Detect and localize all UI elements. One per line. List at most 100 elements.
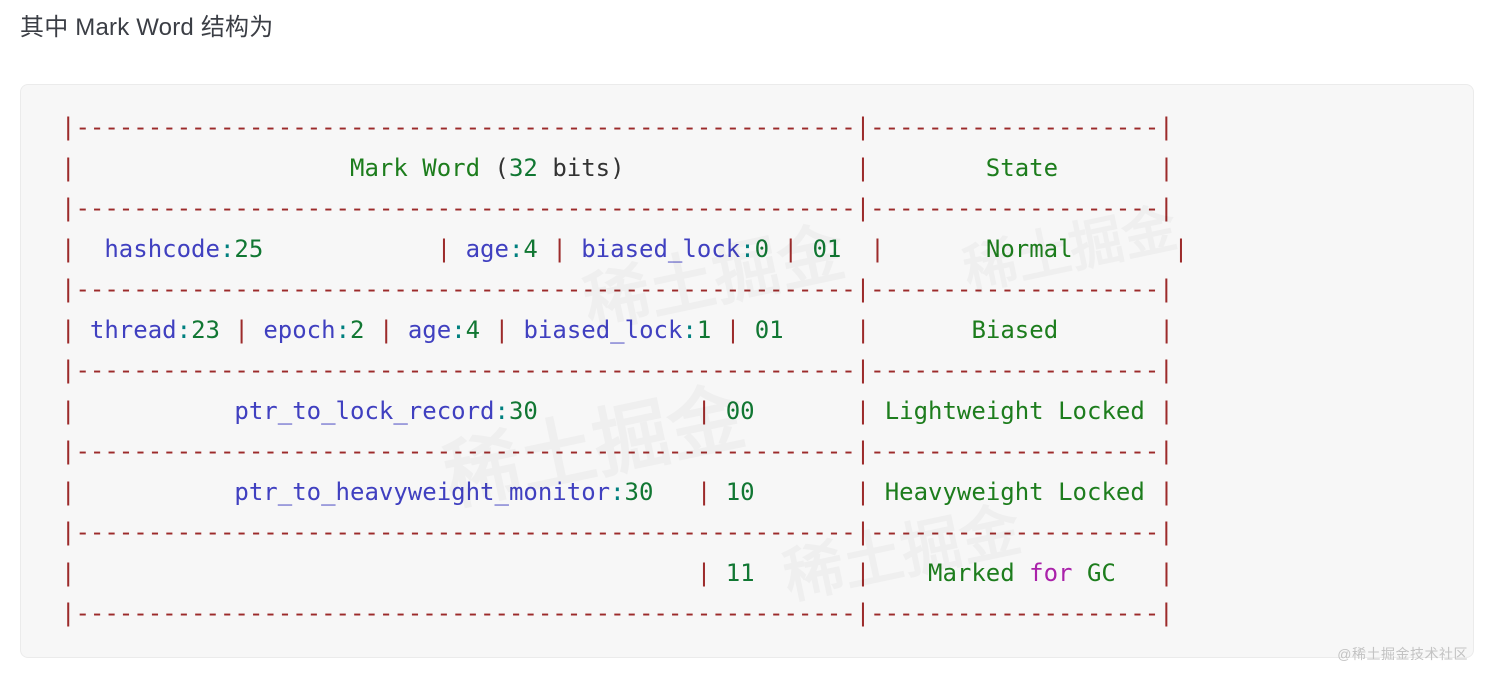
number: 00 [725, 396, 755, 425]
colon: : [219, 234, 235, 263]
colon: : [335, 315, 351, 344]
number: 30 [508, 396, 538, 425]
number: 0 [754, 234, 770, 263]
table-row: | thread:23 | epoch:2 | age:4 | biased_l… [61, 316, 1174, 344]
page-title: 其中 Mark Word 结构为 [20, 14, 274, 41]
identifier: biased_lock [581, 234, 741, 263]
table-row: | Mark Word (32 bits) | State | [61, 154, 1174, 182]
frame-char: | [1173, 234, 1189, 263]
number: 10 [725, 477, 755, 506]
table-row: | ptr_to_lock_record:30 | 00 | Lightweig… [61, 397, 1174, 425]
colon: : [682, 315, 697, 344]
frame-char: | [855, 153, 871, 182]
colon: : [176, 315, 192, 344]
site-watermark: @稀土掘金技术社区 [1337, 646, 1468, 662]
table-row: | ptr_to_heavyweight_monitor:30 | 10 | H… [61, 478, 1174, 506]
frame-char: | [725, 315, 741, 344]
state-word: Locked [1058, 396, 1145, 425]
table-separator-row: |---------------------------------------… [61, 275, 1174, 303]
table-separator-row: |---------------------------------------… [61, 518, 1174, 546]
frame-char: | [436, 234, 452, 263]
state-word: State [985, 153, 1059, 182]
frame-char: | [855, 315, 871, 344]
frame-char: | [855, 558, 871, 587]
frame-char: | [61, 153, 76, 182]
separator-rule: |---------------------------------------… [61, 113, 1174, 141]
separator-rule: |---------------------------------------… [61, 599, 1174, 627]
identifier: age [407, 315, 452, 344]
state-word: Marked [928, 558, 1015, 587]
table-separator-row: |---------------------------------------… [61, 356, 1174, 384]
colon: : [451, 315, 466, 344]
frame-char: | [855, 396, 871, 425]
frame-char: | [61, 396, 76, 425]
identifier: ptr_to_heavyweight_monitor [234, 477, 611, 506]
table-separator-row: |---------------------------------------… [61, 437, 1174, 465]
identifier: hashcode [104, 234, 220, 263]
ascii-table: |---------------------------------------… [21, 85, 1473, 634]
frame-char: | [234, 315, 249, 344]
state-word: GC [1086, 558, 1116, 587]
paren: ( [494, 153, 509, 182]
table-separator-row: |---------------------------------------… [61, 599, 1174, 627]
frame-char: | [1159, 396, 1174, 425]
separator-rule: |---------------------------------------… [61, 518, 1174, 546]
colon: : [740, 234, 755, 263]
frame-char: | [696, 396, 712, 425]
separator-rule: |---------------------------------------… [61, 275, 1174, 303]
state-word: Biased [971, 315, 1059, 344]
number: 4 [523, 234, 538, 263]
code-scroll-region[interactable]: 稀土掘金 稀土掘金 稀土掘金 稀土掘金 |-------------------… [21, 85, 1473, 657]
state-word: Word [422, 153, 481, 182]
state-word: Normal [985, 234, 1073, 263]
frame-char: | [870, 234, 885, 263]
colon: : [508, 234, 524, 263]
table-separator-row: |---------------------------------------… [61, 194, 1174, 222]
identifier: age [465, 234, 509, 263]
colon: : [610, 477, 625, 506]
identifier: thread [89, 315, 177, 344]
identifier: ptr_to_lock_record [234, 396, 495, 425]
table-row: | hashcode:25 | age:4 | biased_lock:0 | … [61, 235, 1188, 263]
table-row: | | 11 | Marked for GC | [61, 559, 1174, 587]
number: 4 [465, 315, 481, 344]
frame-char: | [855, 477, 871, 506]
table-separator-row: |---------------------------------------… [61, 113, 1174, 141]
number: 01 [812, 234, 842, 263]
frame-char: | [494, 315, 510, 344]
separator-rule: |---------------------------------------… [61, 194, 1174, 222]
colon: : [494, 396, 509, 425]
separator-rule: |---------------------------------------… [61, 356, 1174, 384]
state-word: Locked [1058, 477, 1145, 506]
frame-char: | [61, 558, 76, 587]
frame-char: | [61, 477, 76, 506]
paren: ) [610, 153, 625, 182]
number: 11 [725, 558, 755, 587]
identifier: biased_lock [523, 315, 683, 344]
number: 30 [624, 477, 654, 506]
frame-char: | [783, 234, 798, 263]
keyword: for [1029, 558, 1073, 587]
frame-char: | [696, 558, 712, 587]
number: 25 [234, 234, 264, 263]
frame-char: | [1159, 315, 1174, 344]
state-word: Mark [350, 153, 408, 182]
frame-char: | [61, 234, 76, 263]
identifier: epoch [263, 315, 336, 344]
frame-char: | [378, 315, 394, 344]
frame-char: | [61, 315, 76, 344]
number: 32 [508, 153, 538, 182]
number: 2 [350, 315, 365, 344]
frame-char: | [1159, 558, 1174, 587]
state-word: Heavyweight [884, 477, 1044, 506]
code-block: 稀土掘金 稀土掘金 稀土掘金 稀土掘金 |-------------------… [20, 84, 1474, 658]
number: 01 [754, 315, 784, 344]
frame-char: | [552, 234, 567, 263]
frame-char: | [696, 477, 712, 506]
number: 23 [191, 315, 220, 344]
separator-rule: |---------------------------------------… [61, 437, 1174, 465]
state-word: Lightweight [884, 396, 1044, 425]
plain-word: bits [552, 153, 611, 182]
number: 1 [696, 315, 712, 344]
frame-char: | [1159, 477, 1174, 506]
